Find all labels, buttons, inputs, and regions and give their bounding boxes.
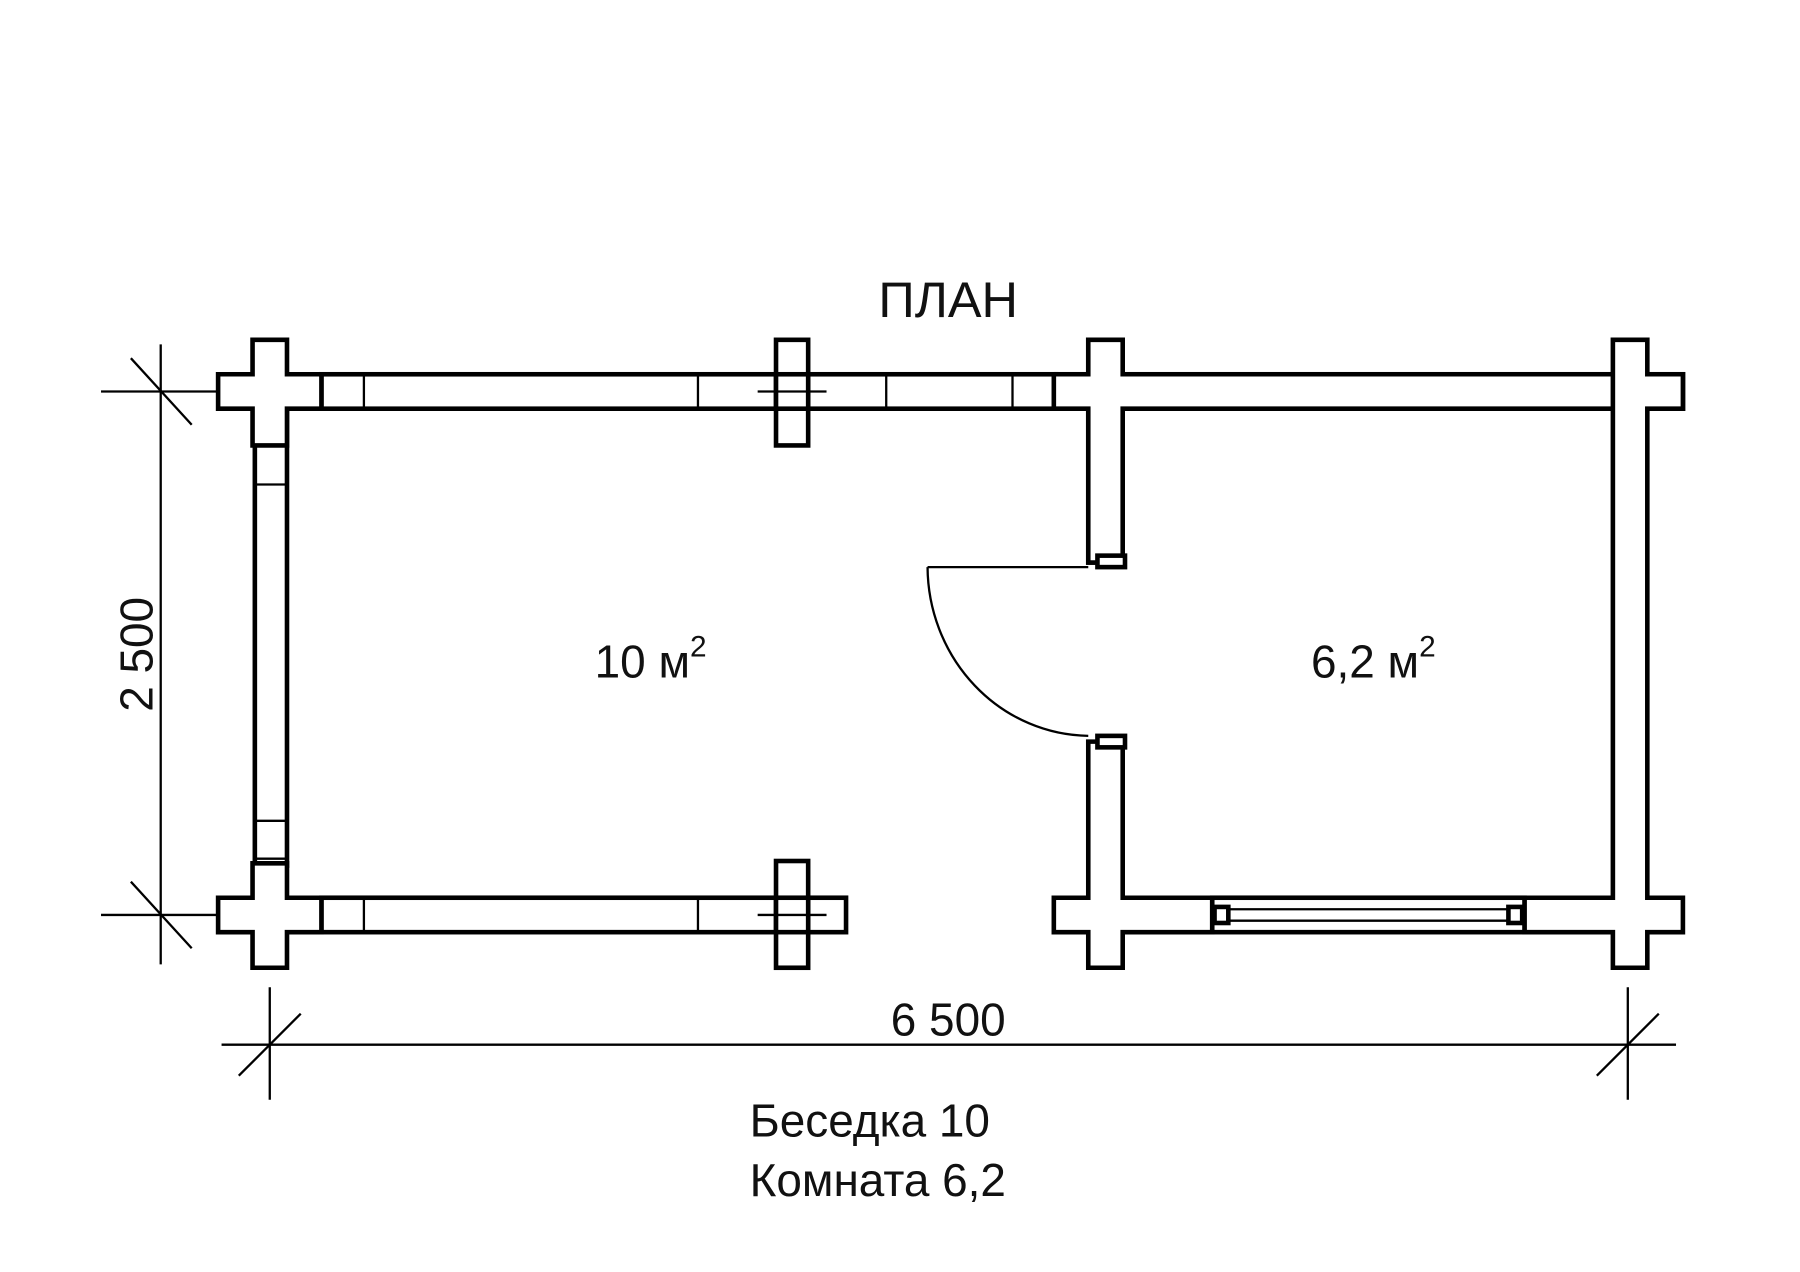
dimension-height: 2 500 (101, 344, 219, 965)
room-area-gazebo: 10 м2 (595, 631, 707, 688)
plan-title: ПЛАН (878, 271, 1018, 328)
left-wall (252, 404, 290, 868)
dimension-height-label: 2 500 (111, 597, 163, 712)
post-top (757, 337, 827, 448)
dimension-width-label: 6 500 (891, 993, 1006, 1045)
corner-top-left (215, 337, 324, 448)
post-bottom (757, 858, 827, 971)
corner-bottom-left (215, 861, 324, 971)
caption-line1: Беседка 10 (750, 1095, 990, 1147)
dimension-width: 6 500 (221, 987, 1677, 1100)
caption-line2: Комната 6,2 (750, 1154, 1006, 1206)
room-area-room: 6,2 м2 (1311, 631, 1436, 688)
door-swing (926, 565, 1089, 738)
right-room-walls (1051, 337, 1686, 971)
window (1209, 895, 1527, 935)
top-wall-left (319, 371, 1059, 411)
